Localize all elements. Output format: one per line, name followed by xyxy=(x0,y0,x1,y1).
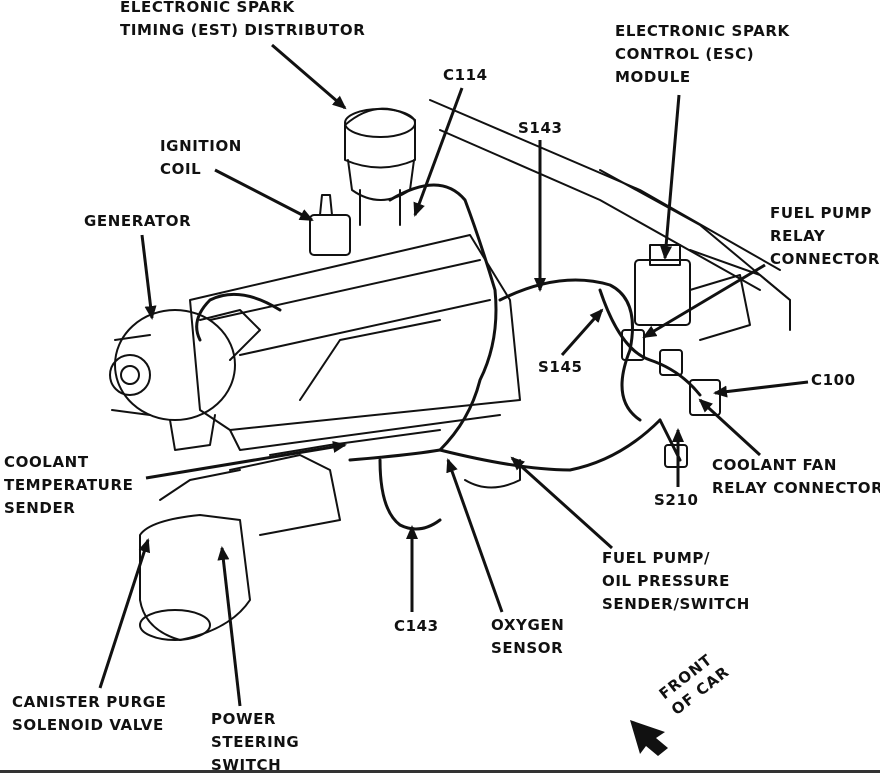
ignition-coil xyxy=(309,194,351,256)
leader-oxygen-sensor xyxy=(446,458,504,613)
leader-generator xyxy=(140,234,157,320)
c100-connector-body xyxy=(689,379,721,416)
fender-outline xyxy=(429,99,791,331)
leader-esc-module xyxy=(660,94,681,260)
leader-c114 xyxy=(413,87,464,217)
bottom-border xyxy=(0,770,880,773)
leader-fuel-pump-oil xyxy=(510,456,614,550)
label-generator: GENERATOR xyxy=(84,212,192,230)
fuel-pump-relay-connector-body xyxy=(621,329,683,376)
leader-fuel-pump-relay xyxy=(642,263,766,339)
label-c100: C100 xyxy=(811,371,856,389)
lower-components xyxy=(139,429,521,641)
esc-module-body xyxy=(634,244,751,341)
distributor xyxy=(344,107,416,226)
engine-block xyxy=(189,234,521,451)
leader-s145 xyxy=(560,308,604,356)
front-of-car-arrow xyxy=(630,720,668,756)
label-s143: S143 xyxy=(518,119,563,137)
leader-canister-purge xyxy=(98,538,151,689)
leader-ignition-coil xyxy=(214,168,314,222)
leader-lines xyxy=(98,43,809,707)
leader-power-steering xyxy=(217,546,242,707)
label-c143: C143 xyxy=(394,617,439,635)
label-s210: S210 xyxy=(654,491,699,509)
s210-connector-body xyxy=(664,444,688,468)
label-c114: C114 xyxy=(443,66,488,84)
leader-est-distributor xyxy=(271,43,347,110)
wiring-harness xyxy=(195,183,702,531)
leader-coolant-temp xyxy=(145,441,347,480)
leader-c100 xyxy=(713,380,809,398)
generator-body xyxy=(109,309,261,451)
label-s145: S145 xyxy=(538,358,583,376)
leader-coolant-fan-relay xyxy=(698,398,762,457)
